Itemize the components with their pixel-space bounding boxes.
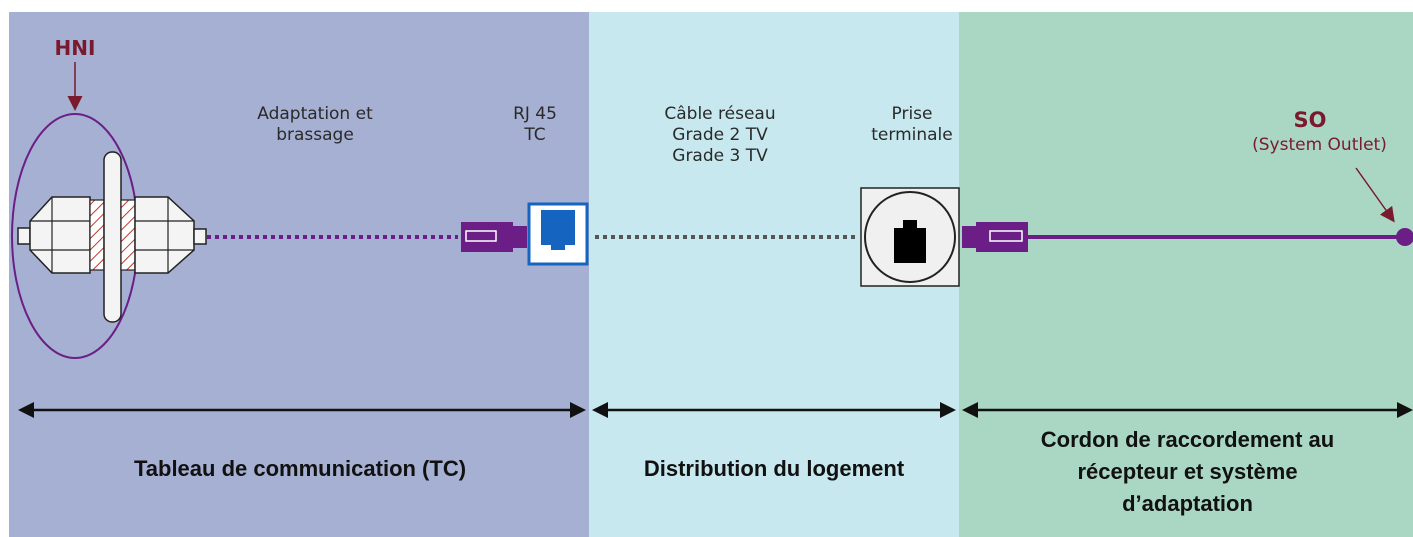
hni-label: HNI [54,36,96,60]
rj45-plug-icon [461,222,527,252]
cordon-plug-icon [962,222,1028,252]
so-label: SO [1293,108,1327,132]
adaptation-label: Adaptation et brassage [257,104,373,145]
system-outlet-dot [1396,228,1413,246]
zone-cordon-raccordement [959,12,1413,537]
rj45-socket-icon [527,202,589,266]
so-sub-label: (System Outlet) [1252,135,1387,155]
zone-title-tc: Tableau de communication (TC) [133,456,467,481]
span-arrow-distribution [592,402,956,418]
span-arrow-tc [18,402,586,418]
so-pointer-arrow [1355,167,1395,223]
terminal-socket-icon [860,187,960,287]
zone-title-cordon: Cordon de raccordement au récepteur et s… [1040,427,1335,516]
rj45-label: RJ 45 TC [513,104,557,145]
zone-title-distribution: Distribution du logement [643,456,905,481]
hni-device-icon [11,113,207,359]
span-arrow-cordon [962,402,1413,418]
prise-label: Prise terminale [871,104,953,145]
cable-label: Câble réseau Grade 2 TV Grade 3 TV [664,104,776,166]
